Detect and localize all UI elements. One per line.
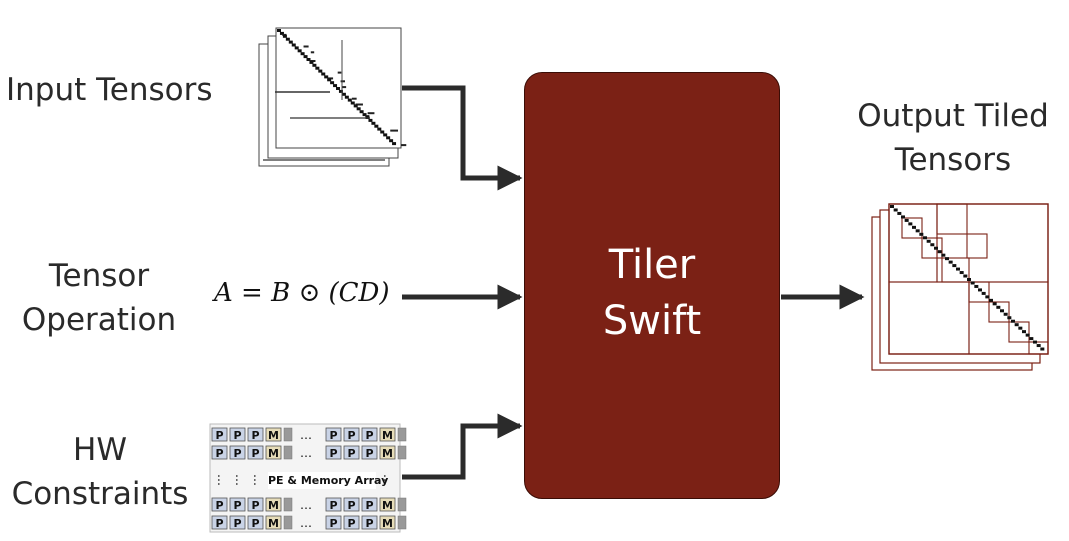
tensor-operation-label: Tensor Operation xyxy=(14,254,184,342)
svg-text:M: M xyxy=(382,499,393,512)
input-arrow xyxy=(402,85,523,191)
tensor-operation-formula: A = B ⊙ (CD) xyxy=(214,278,390,308)
hw-arrow xyxy=(402,413,523,480)
tensor-operation-line2: Operation xyxy=(21,302,177,338)
svg-text:…: … xyxy=(300,428,312,442)
tiler-swift-line1: Tiler xyxy=(608,242,696,288)
input-tensors-graphic xyxy=(258,27,407,167)
tiler-swift-block: Tiler Swift xyxy=(524,72,780,499)
output-tiled-tensors-label: Output Tiled Tensors xyxy=(848,94,1058,182)
svg-text:P: P xyxy=(365,447,373,460)
tensor-operation-line1: Tensor xyxy=(48,258,150,294)
svg-text:P: P xyxy=(251,447,259,460)
svg-text:P: P xyxy=(365,499,373,512)
output-tiled-tensors-graphic xyxy=(871,203,1049,371)
svg-text:M: M xyxy=(268,499,279,512)
svg-text:…: … xyxy=(251,474,265,486)
tiler-swift-title: Tiler Swift xyxy=(525,237,779,349)
svg-text:…: … xyxy=(215,474,229,486)
output-sparse-pattern xyxy=(890,205,1045,351)
svg-text:P: P xyxy=(347,447,355,460)
svg-text:P: P xyxy=(347,499,355,512)
svg-text:P: P xyxy=(329,517,337,530)
svg-text:P: P xyxy=(215,517,223,530)
svg-text:…: … xyxy=(233,474,247,486)
svg-text:P: P xyxy=(347,517,355,530)
svg-text:P: P xyxy=(329,447,337,460)
svg-text:P: P xyxy=(251,517,259,530)
svg-text:P: P xyxy=(233,429,241,442)
svg-text:…: … xyxy=(300,498,312,512)
svg-text:P: P xyxy=(365,517,373,530)
input-sparse-pattern xyxy=(263,29,407,161)
output-line2: Tensors xyxy=(894,142,1012,178)
hw-constraints-line2: Constraints xyxy=(11,476,189,512)
svg-text:…: … xyxy=(381,474,395,486)
svg-text:P: P xyxy=(215,429,223,442)
output-tile-grid xyxy=(888,203,1049,355)
svg-text:…: … xyxy=(300,516,312,530)
svg-text:P: P xyxy=(233,499,241,512)
svg-text:M: M xyxy=(382,517,393,530)
output-line1: Output Tiled xyxy=(857,98,1049,134)
svg-text:M: M xyxy=(268,447,279,460)
svg-text:P: P xyxy=(233,517,241,530)
svg-text:M: M xyxy=(382,429,393,442)
input-tensors-label: Input Tensors xyxy=(6,72,213,108)
svg-text:P: P xyxy=(233,447,241,460)
svg-text:P: P xyxy=(251,429,259,442)
svg-text:M: M xyxy=(268,429,279,442)
svg-text:M: M xyxy=(382,447,393,460)
hw-constraints-line1: HW xyxy=(73,432,127,468)
svg-text:P: P xyxy=(215,447,223,460)
svg-text:P: P xyxy=(329,429,337,442)
svg-text:P: P xyxy=(215,499,223,512)
svg-text:M: M xyxy=(268,517,279,530)
svg-text:P: P xyxy=(365,429,373,442)
svg-text:P: P xyxy=(329,499,337,512)
pe-memory-array-caption: PE & Memory Array xyxy=(268,472,389,489)
tiler-swift-line2: Swift xyxy=(602,298,702,344)
svg-text:P: P xyxy=(251,499,259,512)
svg-text:P: P xyxy=(347,429,355,442)
hw-constraints-label: HW Constraints xyxy=(10,428,190,516)
svg-text:…: … xyxy=(300,446,312,460)
